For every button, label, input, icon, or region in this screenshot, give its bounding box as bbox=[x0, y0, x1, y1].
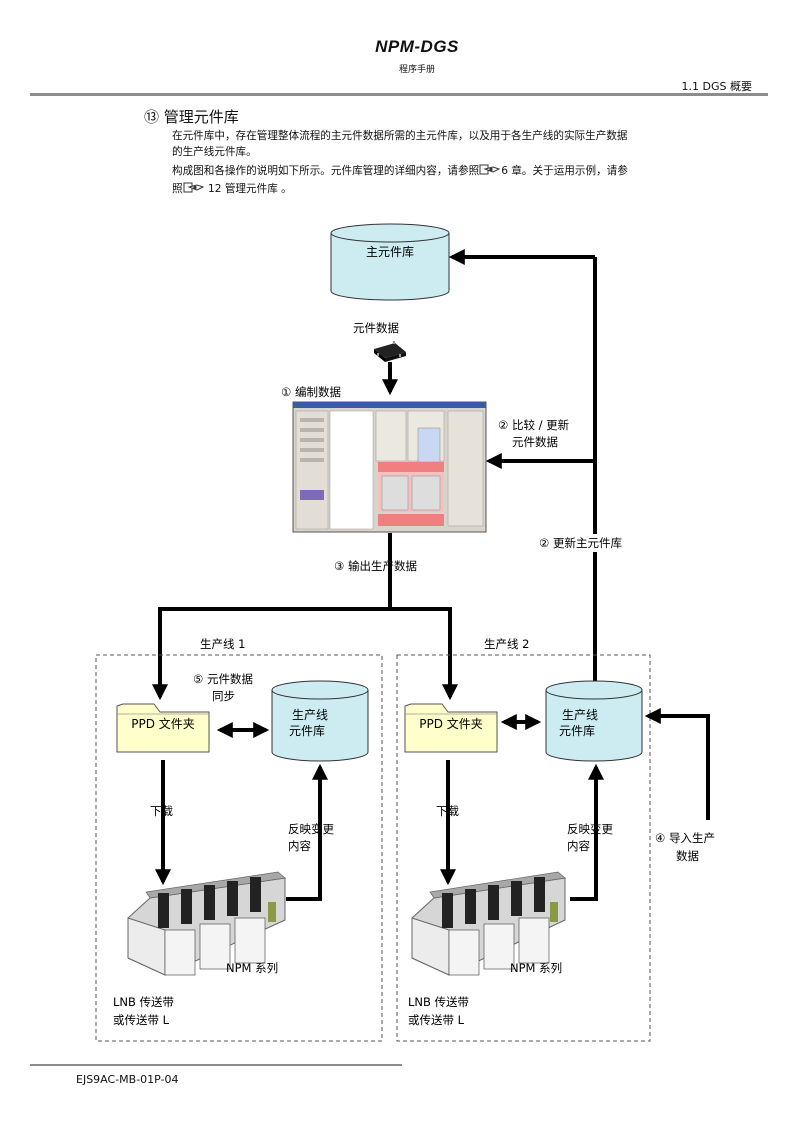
update-master-label-bg bbox=[537, 534, 639, 552]
ppd-folder-2-icon bbox=[404, 703, 498, 753]
paragraph-line-1: 在元件库中，存在管理整体流程的主元件数据所需的主元件库，以及用于各生产线的实际生… bbox=[172, 130, 628, 142]
header-rule bbox=[30, 93, 768, 96]
reflect-label-1-line1: 反映变更 bbox=[288, 822, 334, 836]
line-database-2-label-line2: 元件库 bbox=[559, 723, 595, 738]
line-database-1-label-line2: 元件库 bbox=[289, 723, 325, 738]
paragraph-line-3: 构成图和各操作的说明如下所示。元件库管理的详细内容，请参照 6 章。关于运用示例，… bbox=[172, 163, 628, 179]
document-title: NPM-DGS bbox=[375, 37, 459, 56]
footer-document-code: EJS9AC-MB-01P-04 bbox=[76, 1073, 179, 1086]
paragraph-line-3-start: 构成图和各操作的说明如下所示。元件库管理的详细内容，请参照 bbox=[172, 165, 480, 177]
conveyor-label-1-line1: LNB 传送带 bbox=[113, 995, 174, 1009]
line-database-1-label-line1: 生产线 bbox=[292, 708, 328, 722]
paragraph-line-4: 照 12 管理元件库 。 bbox=[172, 181, 292, 197]
master-database bbox=[330, 223, 450, 301]
production-line-1-label: 生产线 1 bbox=[200, 637, 245, 651]
paragraph-line-4-start: 照 bbox=[172, 183, 183, 195]
line-database-2-label-line1: 生产线 bbox=[562, 708, 598, 722]
conveyor-label-2-line2: 或传送带 L bbox=[408, 1013, 465, 1027]
production-line-2-label-bg bbox=[480, 637, 538, 653]
chip-icon bbox=[374, 341, 406, 362]
update-master-label: ② 更新主元件库 bbox=[539, 536, 622, 550]
reflect-arrow-1 bbox=[286, 763, 328, 901]
paragraph-line-4-end: 12 管理元件库 。 bbox=[207, 183, 292, 195]
npm-series-label-2: NPM 系列 bbox=[510, 961, 562, 975]
production-line-2-label: 生产线 2 bbox=[484, 637, 529, 651]
production-line-1-label-bg bbox=[194, 637, 252, 653]
ppd-folder-2-label: PPD 文件夹 bbox=[419, 716, 483, 731]
step3-label: ③ 输出生产数据 bbox=[334, 559, 417, 573]
download-label-2: 下载 bbox=[436, 804, 459, 818]
master-database-label: 主元件库 bbox=[366, 244, 414, 259]
npm-series-label-1: NPM 系列 bbox=[226, 961, 278, 975]
software-screenshot bbox=[292, 401, 487, 533]
component-data-label: 元件数据 bbox=[353, 321, 399, 335]
reflect-label-2-line2: 内容 bbox=[567, 839, 590, 853]
line-database-2 bbox=[545, 680, 643, 762]
production-line-1-group bbox=[95, 654, 383, 1042]
section-label: 1.1 DGS 概要 bbox=[681, 80, 752, 93]
step5-label-line2: 同步 bbox=[212, 689, 235, 703]
import-data-arrow bbox=[644, 708, 710, 820]
step1-label: ① 编制数据 bbox=[281, 385, 341, 399]
reflect-label-1-line2: 内容 bbox=[288, 839, 311, 853]
document-subtitle: 程序手册 bbox=[398, 65, 435, 75]
ppd-folder-1-icon bbox=[116, 703, 210, 753]
step4-label-line1: ④ 导入生产 bbox=[655, 831, 715, 845]
npm-machines-2-image bbox=[411, 871, 566, 976]
step2-label-line2: 元件数据 bbox=[512, 435, 558, 449]
step4-label-line2: 数据 bbox=[676, 849, 699, 863]
reflect-arrow-2 bbox=[570, 763, 604, 901]
line-database-1 bbox=[271, 680, 369, 762]
footer-rule bbox=[30, 1064, 402, 1066]
step2-label-line1: ② 比较 / 更新 bbox=[498, 418, 570, 432]
npm-machines-1-image bbox=[127, 871, 286, 976]
download-label-1: 下载 bbox=[150, 804, 173, 818]
paragraph-line-3-end: 6 章。关于运用示例，请参 bbox=[501, 165, 628, 177]
reference-pointer-icon bbox=[183, 182, 204, 193]
paragraph-line-2: 的生产线元件库。 bbox=[172, 146, 257, 158]
ppd-folder-1-label: PPD 文件夹 bbox=[131, 716, 195, 731]
section-heading: ⑬ 管理元件库 bbox=[144, 108, 239, 126]
reference-pointer-icon bbox=[479, 164, 501, 175]
step5-label-line1: ⑤ 元件数据 bbox=[193, 672, 253, 686]
conveyor-label-1-line2: 或传送带 L bbox=[113, 1013, 170, 1027]
reflect-label-2-line1: 反映变更 bbox=[567, 822, 613, 836]
conveyor-label-2-line1: LNB 传送带 bbox=[408, 995, 469, 1009]
production-line-2-group bbox=[396, 654, 651, 1042]
